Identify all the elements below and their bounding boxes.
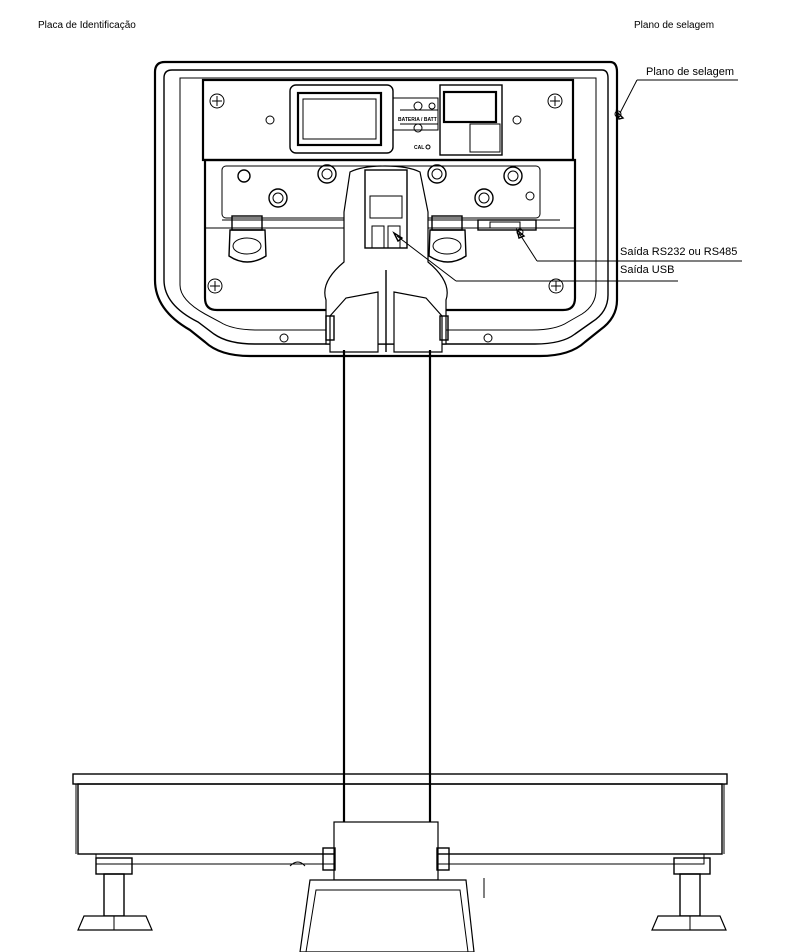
callout-plano-de-selagem: Plano de selagem bbox=[646, 66, 735, 78]
header-placa-identificacao: Placa de Identificação bbox=[38, 20, 136, 31]
cal-label: CAL bbox=[414, 145, 424, 151]
arrow-rs bbox=[515, 228, 526, 239]
callout-saida-usb: Saída USB bbox=[620, 264, 675, 276]
arrow-plano bbox=[615, 109, 625, 120]
header-plano-selagem: Plano de selagem bbox=[634, 20, 715, 31]
column bbox=[342, 350, 432, 822]
callout-saida-rs232-rs485: Saída RS232 ou RS485 bbox=[620, 246, 738, 258]
upper-panel: BATERIA / BATT CAL bbox=[201, 78, 575, 162]
seal-point bbox=[614, 110, 622, 118]
indicator-housing bbox=[153, 60, 619, 358]
platform bbox=[72, 773, 728, 952]
leader-usb-diagonal bbox=[396, 235, 457, 282]
column-mount bbox=[324, 165, 449, 353]
battery-label: BATERIA / BATT bbox=[398, 117, 437, 123]
leader-rs-diagonal bbox=[518, 232, 538, 262]
arrow-usb bbox=[392, 231, 404, 243]
leader-plano-diagonal bbox=[619, 79, 638, 114]
callout-lines bbox=[392, 79, 742, 282]
